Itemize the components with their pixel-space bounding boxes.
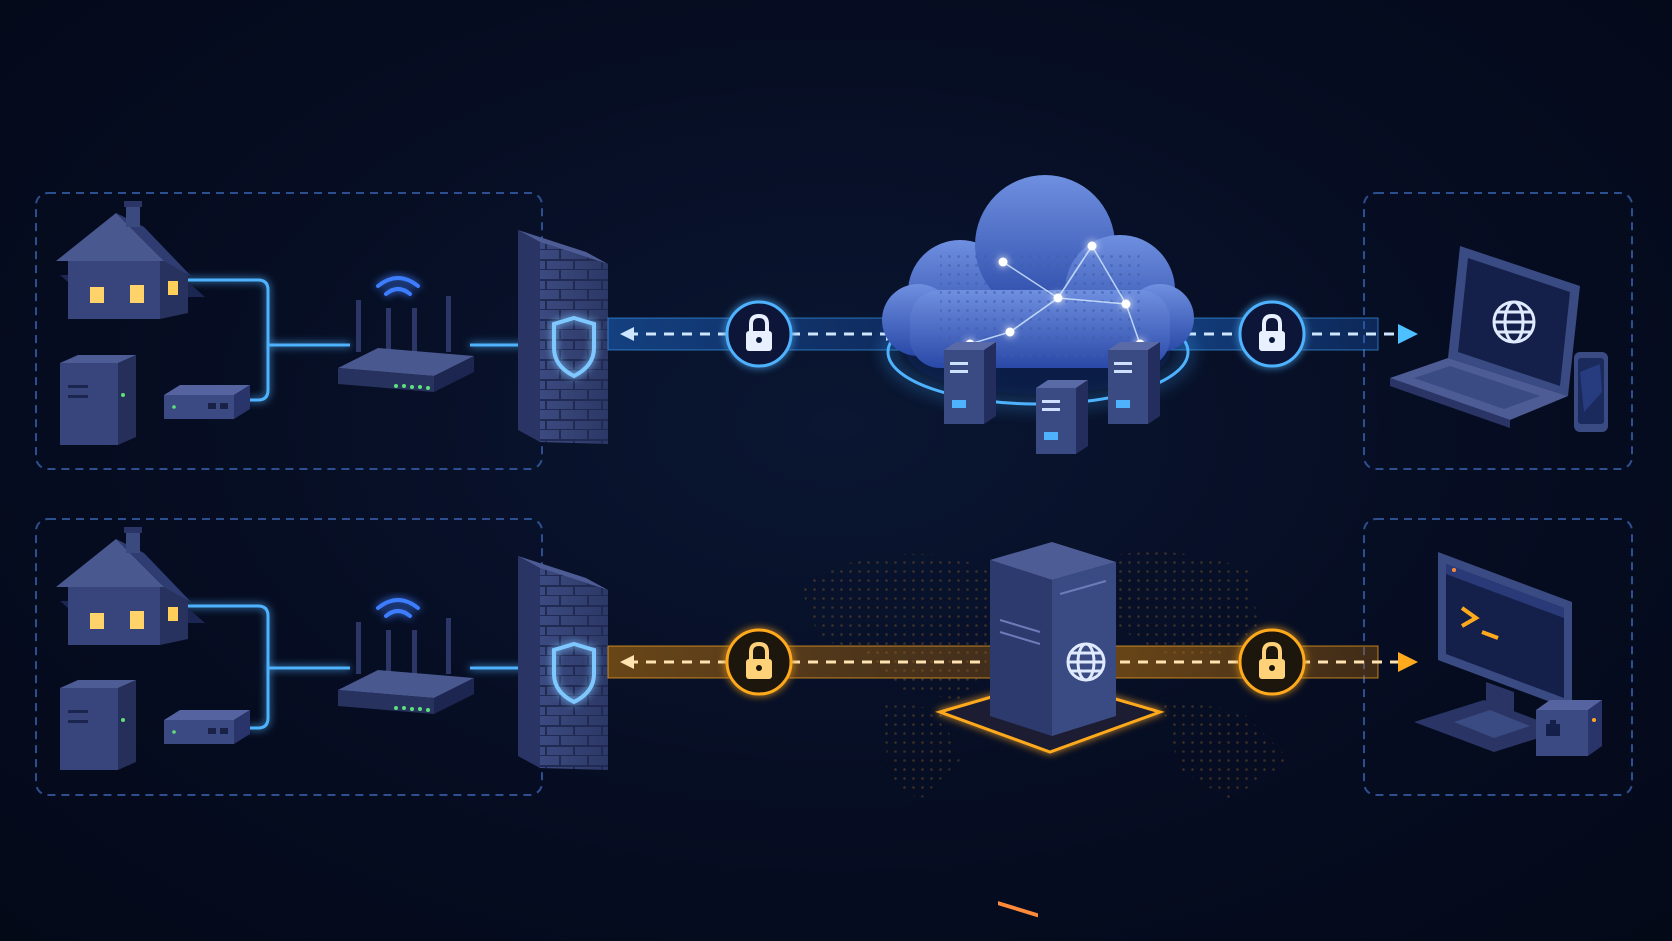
ethernet-box-icon xyxy=(1536,700,1602,756)
wifi-signal-icon xyxy=(376,276,420,296)
row-cloud-relay xyxy=(35,175,1633,470)
wifi-router-icon xyxy=(338,276,474,392)
laptop-globe-icon xyxy=(1390,246,1580,428)
firewall-shield-icon xyxy=(518,556,608,770)
home-wiring xyxy=(182,604,525,730)
firewall-shield-icon xyxy=(518,230,608,444)
cloud-server-cluster-icon xyxy=(882,175,1194,454)
smartphone-icon xyxy=(1574,352,1608,432)
terminal-prompt-icon xyxy=(1460,606,1499,640)
house-icon xyxy=(56,201,205,319)
tunnel-link-home-to-vps xyxy=(607,645,999,679)
padlock-icon xyxy=(725,628,793,696)
cloud-server-rack-icon xyxy=(1036,380,1088,454)
wifi-router-icon xyxy=(338,598,474,714)
mini-pc-icon xyxy=(164,710,250,744)
globe-icon xyxy=(1066,642,1106,682)
cloud-server-rack-icon xyxy=(944,342,996,424)
padlock-icon xyxy=(1238,300,1306,368)
padlock-icon xyxy=(1238,628,1306,696)
vps-server-globe-icon xyxy=(935,542,1165,918)
mini-pc-icon xyxy=(164,385,250,419)
padlock-icon xyxy=(725,300,793,368)
terminal-monitor-icon xyxy=(1414,552,1572,752)
row-direct-vps xyxy=(35,518,1633,918)
nas-server-icon xyxy=(60,680,136,770)
cloud-server-rack-icon xyxy=(1108,342,1160,424)
home-wiring xyxy=(182,278,525,402)
globe-icon xyxy=(1492,300,1536,344)
nas-server-icon xyxy=(60,355,136,445)
home-network-panel xyxy=(35,192,543,470)
house-icon xyxy=(56,527,205,645)
wifi-signal-icon xyxy=(376,598,420,618)
home-network-panel xyxy=(35,518,543,796)
